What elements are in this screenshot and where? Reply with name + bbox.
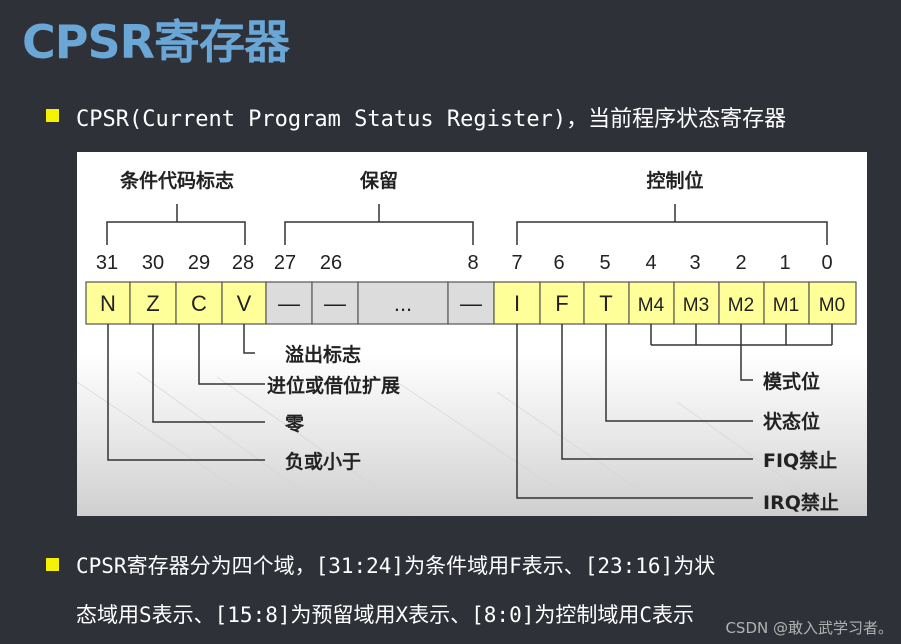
bit-number: 1 [779, 252, 790, 274]
label-negative: 负或小于 [285, 450, 361, 473]
bit-number: 31 [96, 252, 118, 274]
watermark: CSDN @敢入武学习者。 [725, 619, 893, 637]
bit-cell-label: M3 [683, 295, 709, 316]
label-fiq: FIQ禁止 [763, 449, 837, 472]
bit-number: 6 [553, 252, 564, 274]
connector-lines [107, 324, 833, 499]
bit-cell-m4 [628, 281, 675, 325]
bit-cell-reserved [265, 281, 313, 325]
bit-cell-label: F [555, 291, 568, 316]
bit-number: 0 [821, 252, 832, 274]
bit-cell-label: Z [146, 291, 159, 316]
bit-cell-label: C [191, 291, 207, 316]
bit-cell-label: M4 [638, 295, 665, 316]
label-state: 状态位 [763, 410, 820, 433]
label-carry: 进位或借位扩展 [267, 374, 400, 397]
bit-cell-label: ... [394, 291, 412, 316]
bullet-text-cpsr: CPSR(Current Program Status Register)，当前… [76, 107, 787, 132]
bit-cell-m0 [808, 281, 857, 325]
bit-cell-label: M1 [773, 295, 799, 316]
group-label-reserved: 保留 [359, 169, 398, 192]
bit-cell-reserved [447, 281, 495, 325]
page-title: CPSR寄存器 [22, 15, 290, 69]
bit-number: 28 [232, 252, 254, 274]
bit-cell-label: M0 [819, 295, 845, 316]
bit-number: 26 [320, 252, 342, 274]
bullet-marker [46, 558, 59, 571]
label-mode: 模式位 [763, 370, 820, 393]
bullet-text-fields-line2: 态域用S表示、[15:8]为预留域用X表示、[8:0]为控制域用C表示 [76, 603, 695, 627]
bit-cell-f [539, 281, 585, 325]
bit-cell-label: M2 [728, 295, 754, 316]
bit-number: 5 [599, 252, 610, 274]
bit-number: 3 [689, 252, 700, 274]
bit-cell-label: T [599, 291, 612, 316]
bit-cell-reserved [311, 281, 359, 325]
bullet-marker [46, 109, 59, 122]
label-zero: 零 [284, 413, 305, 435]
bit-cell-label: V [237, 291, 252, 316]
bit-cell-label: — [324, 291, 346, 316]
label-irq: IRQ禁止 [763, 491, 839, 514]
bit-number: 8 [467, 252, 478, 274]
bit-number: 29 [188, 252, 210, 274]
bullet-text-fields-line1: CPSR寄存器分为四个域，[31:24]为条件域用F表示、[23:16]为状 [76, 554, 716, 578]
bit-number: 27 [274, 252, 296, 274]
cpsr-diagram: 条件代码标志 保留 控制位 31 30 29 28 27 26 8 7 6 5 … [77, 152, 867, 516]
bit-number: 30 [142, 252, 164, 274]
background-texture [77, 371, 838, 516]
group-label-condition: 条件代码标志 [120, 169, 234, 192]
bit-cell-label: — [460, 291, 482, 316]
bit-cell-label: I [514, 291, 520, 316]
group-brackets [106, 204, 828, 245]
label-overflow: 溢出标志 [285, 343, 361, 366]
bit-number: 7 [511, 252, 522, 274]
bit-number: 2 [735, 252, 746, 274]
bit-number: 4 [645, 252, 656, 274]
bit-cell-reserved [357, 281, 449, 325]
group-label-control: 控制位 [646, 169, 703, 192]
bit-cell-m3 [673, 281, 720, 325]
bit-cell-m2 [718, 281, 765, 325]
bit-cell-label: N [100, 291, 116, 316]
bit-cell-label: — [278, 291, 300, 316]
